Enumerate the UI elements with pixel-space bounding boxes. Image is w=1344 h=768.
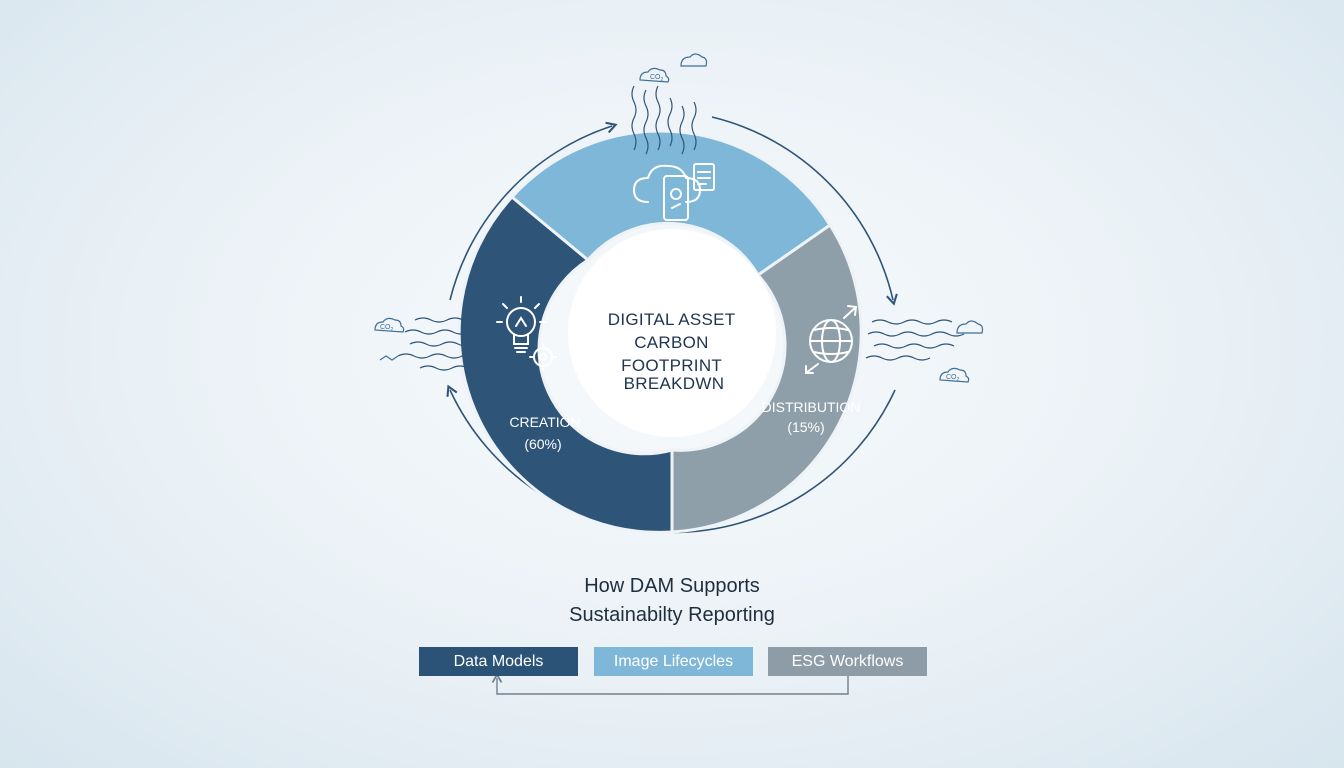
segment-value-distribution: (15%) xyxy=(787,419,824,435)
emission-waves-left xyxy=(397,317,502,371)
cloud-device-icon xyxy=(633,163,715,221)
emission-waves-top xyxy=(631,85,697,155)
co2-cloud-icon-right: CO2 xyxy=(939,367,970,383)
caption-line-1: How DAM Supports xyxy=(584,575,760,597)
svg-text:CO2: CO2 xyxy=(946,374,960,383)
center-title: DIGITAL ASSET CARBON FOOTPRINT BREAKDWN xyxy=(608,310,740,393)
segment-distribution xyxy=(670,222,863,534)
segment-label-distribution: DISTRIBUTION xyxy=(762,399,861,415)
globe-icon xyxy=(805,305,858,374)
smoke-icon xyxy=(379,355,399,361)
cloud-icon-right xyxy=(956,320,984,334)
donut-center xyxy=(568,229,776,437)
segment-value-creation: (60%) xyxy=(524,436,561,452)
emission-waves-right xyxy=(865,319,965,361)
return-arrow xyxy=(491,672,849,695)
pill-esg-workflows: ESG Workflows xyxy=(768,647,927,676)
caption: How DAM Supports Sustainabilty Reporting xyxy=(472,572,872,630)
cloud-icon xyxy=(680,53,708,67)
cycle-arrow-top-right xyxy=(711,116,898,306)
caption-line-2: Sustainabilty Reporting xyxy=(569,604,775,626)
co2-cloud-icon-left: CO2 xyxy=(374,317,405,333)
svg-text:CO2: CO2 xyxy=(650,74,664,83)
segment-storage xyxy=(509,129,833,278)
lightbulb-gear-icon xyxy=(496,296,557,371)
segment-label-creation: CREATION xyxy=(509,414,580,430)
svg-text:CO2: CO2 xyxy=(380,324,394,333)
segment-creation xyxy=(457,194,674,534)
co2-cloud-icon: CO2 xyxy=(639,67,670,83)
pill-image-lifecycles: Image Lifecycles xyxy=(594,647,753,676)
cycle-arrow-top-left xyxy=(449,121,618,301)
pill-data-models: Data Models xyxy=(419,647,578,676)
